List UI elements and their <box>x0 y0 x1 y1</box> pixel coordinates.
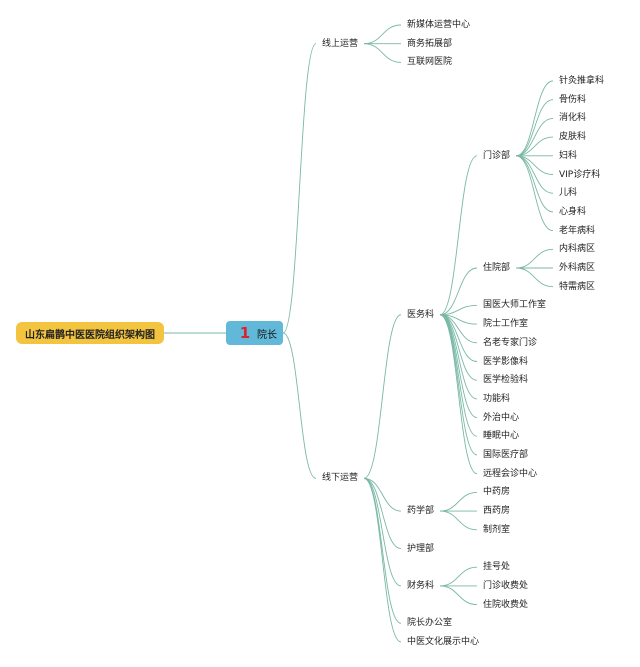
org-node-34[interactable]: 护理部 <box>407 543 435 554</box>
org-node-2[interactable]: 商务拓展部 <box>407 38 453 49</box>
org-node-38[interactable]: 住院收费处 <box>483 599 529 610</box>
org-node-3[interactable]: 互联网医院 <box>407 57 453 68</box>
org-node-27[interactable]: 睡眠中心 <box>483 431 520 442</box>
org-node-24[interactable]: 医学检验科 <box>483 375 529 386</box>
org-node-32[interactable]: 西药房 <box>483 506 511 517</box>
org-node-28[interactable]: 国际医疗部 <box>483 450 529 460</box>
dean-label: 院长 <box>257 329 277 341</box>
org-node-10[interactable]: 皮肤科 <box>559 132 587 143</box>
org-node-25[interactable]: 功能科 <box>483 393 511 404</box>
org-node-35[interactable]: 财务科 <box>407 580 435 591</box>
chart-title-node[interactable]: 山东扁鹊中医医院组织架构图 <box>16 322 164 344</box>
org-node-6[interactable]: 门诊部 <box>483 150 511 161</box>
chart-title: 山东扁鹊中医医院组织架构图 <box>25 329 155 341</box>
org-node-17[interactable]: 内科病区 <box>559 244 596 255</box>
org-node-4[interactable]: 线下运营 <box>322 473 359 484</box>
org-node-8[interactable]: 骨伤科 <box>559 94 587 105</box>
org-node-7[interactable]: 针灸推拿科 <box>559 76 605 86</box>
org-node-9[interactable]: 消化科 <box>559 113 587 124</box>
org-node-31[interactable]: 中药房 <box>483 487 511 498</box>
org-node-29[interactable]: 远程会诊中心 <box>483 468 538 479</box>
org-node-26[interactable]: 外治中心 <box>483 412 520 423</box>
org-node-20[interactable]: 国医大师工作室 <box>483 300 547 311</box>
org-node-16[interactable]: 住院部 <box>483 263 511 273</box>
org-node-13[interactable]: 儿科 <box>559 188 578 199</box>
org-node-39[interactable]: 院长办公室 <box>407 618 453 629</box>
org-node-19[interactable]: 特需病区 <box>559 281 596 292</box>
org-node-37[interactable]: 门诊收费处 <box>483 580 529 591</box>
org-node-18[interactable]: 外科病区 <box>559 263 596 273</box>
org-node-15[interactable]: 老年病科 <box>559 225 596 236</box>
org-node-5[interactable]: 医务科 <box>407 309 435 320</box>
org-node-23[interactable]: 医学影像科 <box>483 356 529 367</box>
org-node-33[interactable]: 制剂室 <box>483 524 511 535</box>
org-node-21[interactable]: 院士工作室 <box>483 319 529 330</box>
org-node-22[interactable]: 名老专家门诊 <box>483 337 538 348</box>
org-node-36[interactable]: 挂号处 <box>483 562 511 573</box>
org-node-12[interactable]: VIP诊疗科 <box>559 169 601 180</box>
dean-node[interactable]: 1 院长 <box>226 321 283 345</box>
org-node-40[interactable]: 中医文化展示中心 <box>407 637 480 647</box>
org-node-0[interactable]: 线上运营 <box>322 38 359 49</box>
org-node-11[interactable]: 妇科 <box>559 150 578 161</box>
org-node-30[interactable]: 药学部 <box>407 506 435 517</box>
number-one-badge-icon: 1 <box>239 323 251 342</box>
org-node-1[interactable]: 新媒体运营中心 <box>407 20 471 30</box>
org-node-14[interactable]: 心身科 <box>559 206 587 217</box>
